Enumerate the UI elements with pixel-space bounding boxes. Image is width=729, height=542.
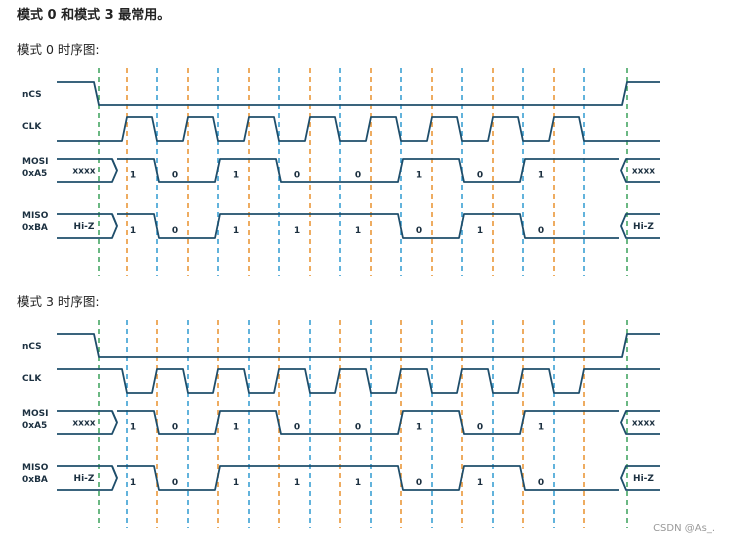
miso-bit-label: 1 [130,226,136,236]
miso-idle-left-edge [111,213,118,227]
mode3-caption: 模式 3 时序图: [17,294,100,309]
signal-label-mosi: MOSI [22,157,48,167]
miso-bit-label: 0 [172,478,178,488]
signal-label-ncs: nCS [22,90,42,100]
miso-bit-label: 0 [416,478,422,488]
mosi-idle-left-edge [111,410,118,423]
mosi-bit-label: 1 [538,423,544,433]
miso-bit-label: 1 [294,478,300,488]
miso-idle-right [620,213,660,239]
mosi-bit-label: 1 [130,171,136,181]
mosi-bit-label: 1 [416,171,422,181]
mosi-bit-label: 1 [233,423,239,433]
miso-idle-left-label: Hi-Z [74,474,95,484]
miso-bit-label: 0 [538,226,544,236]
signal-label-clk: CLK [22,122,42,132]
miso-bit-label: 1 [477,478,483,488]
signal-label-clk: CLK [22,374,42,384]
ncs-waveform [57,333,660,358]
miso-bit-label: 1 [355,226,361,236]
mosi-bit-label: 1 [130,423,136,433]
miso-waveform [117,465,619,491]
mosi-bit-label: 0 [172,171,178,181]
miso-bit-label: 0 [416,226,422,236]
miso-bit-label: 0 [172,226,178,236]
miso-bit-label: 1 [130,478,136,488]
mode0-caption: 模式 0 时序图: [17,42,100,57]
mosi-idle-left-label: xxxx [72,419,95,429]
miso-bit-label: 1 [477,226,483,236]
mosi-bit-label: 0 [477,423,483,433]
miso-idle-right-label: Hi-Z [633,222,654,232]
mosi-idle-left-edge [111,158,118,171]
mosi-idle-left-label: xxxx [72,167,95,177]
miso-bit-label: 1 [233,478,239,488]
page-heading: 模式 0 和模式 3 最常用。 [17,8,171,23]
mosi-idle-right [620,158,660,183]
miso-waveform [117,213,619,239]
miso-bit-label: 1 [355,478,361,488]
signal-label-0xba: 0xBA [22,475,48,485]
mosi-bit-label: 0 [355,171,361,181]
signal-label-ncs: nCS [22,342,42,352]
mosi-bit-label: 0 [294,171,300,181]
miso-bit-label: 0 [538,478,544,488]
ncs-waveform [57,81,660,106]
miso-bit-label: 1 [233,226,239,236]
mosi-waveform [117,410,619,435]
miso-idle-right [620,465,660,491]
clk-waveform [57,116,660,142]
mosi-bit-label: 0 [294,423,300,433]
mosi-bit-label: 1 [233,171,239,181]
mosi-bit-label: 0 [477,171,483,181]
signal-label-0xa5: 0xA5 [22,169,47,179]
mosi-idle-right-label: xxxx [632,167,655,177]
signal-label-miso: MISO [22,211,49,221]
mosi-bit-label: 0 [355,423,361,433]
miso-bit-label: 1 [294,226,300,236]
mosi-idle-right-label: xxxx [632,419,655,429]
clk-waveform [57,368,660,394]
miso-idle-left-label: Hi-Z [74,222,95,232]
miso-idle-left-edge [111,465,118,479]
watermark: CSDN @As_. [653,523,715,534]
signal-label-mosi: MOSI [22,409,48,419]
mosi-bit-label: 1 [538,171,544,181]
signal-label-0xba: 0xBA [22,223,48,233]
signal-label-miso: MISO [22,463,49,473]
mosi-idle-right [620,410,660,435]
mosi-bit-label: 1 [416,423,422,433]
mosi-waveform [117,158,619,183]
mosi-bit-label: 0 [172,423,178,433]
signal-label-0xa5: 0xA5 [22,421,47,431]
miso-idle-right-label: Hi-Z [633,474,654,484]
